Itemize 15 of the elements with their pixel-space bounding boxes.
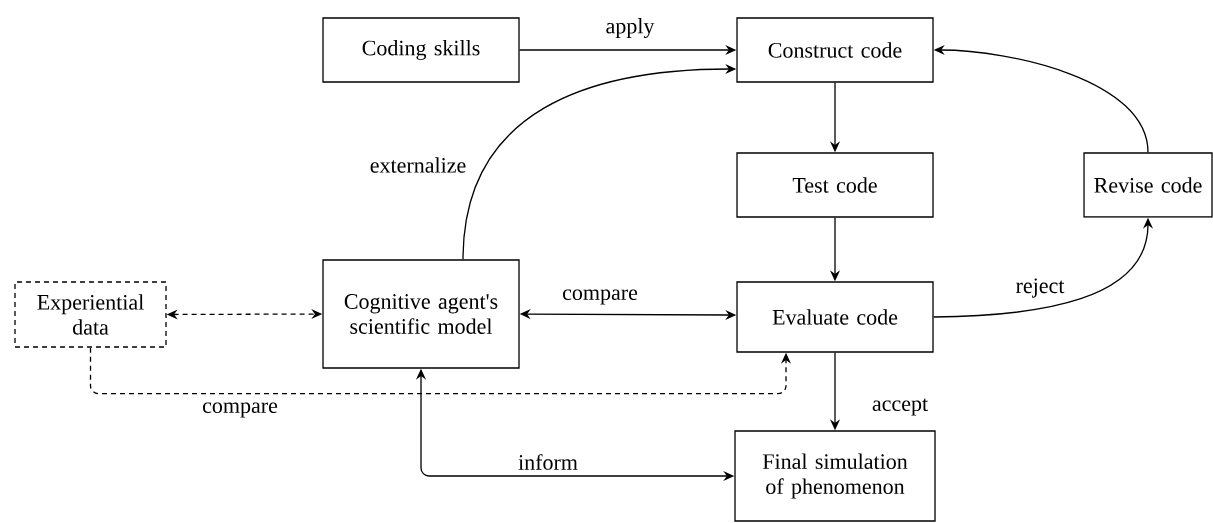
- process-box: Construct code: [736, 17, 934, 83]
- process-box: Revise code: [1083, 152, 1213, 218]
- edge-label: reject: [1013, 276, 1067, 300]
- process-box: Test code: [736, 152, 934, 218]
- edge-label: accept: [869, 396, 931, 418]
- edge-label: apply: [603, 16, 657, 40]
- process-box: Final simulation of phenomenon: [734, 430, 936, 522]
- process-box: Evaluate code: [736, 281, 934, 353]
- edge-label: compare: [560, 287, 640, 307]
- data-box: Experiential data: [14, 281, 167, 348]
- edge-label: externalize: [367, 155, 469, 175]
- edge-label: inform: [516, 452, 580, 472]
- process-box: Coding skills: [322, 17, 520, 83]
- edge-label: compare: [200, 400, 280, 420]
- model-box: Cognitive agent's scientific model: [322, 259, 520, 369]
